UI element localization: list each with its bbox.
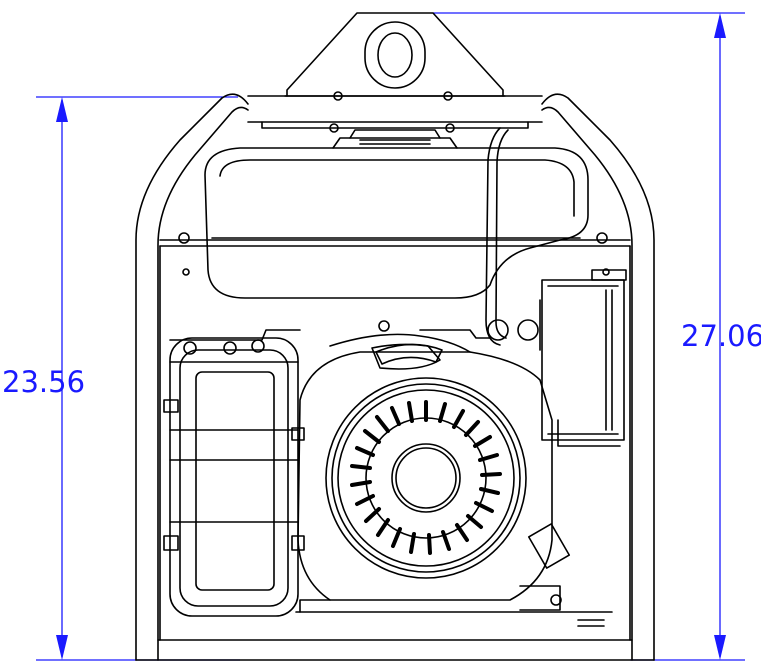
air-cleaner-housing [163, 329, 305, 617]
roll-cage-frame [135, 93, 655, 661]
recoil-starter-slots [350, 400, 502, 555]
engine-fittings [299, 299, 621, 627]
generator-outline [135, 12, 655, 661]
engine-block [297, 333, 553, 601]
fuel-hose [485, 127, 509, 346]
fastener-bolts [178, 91, 610, 606]
frame-height-dimension-label: 23.56 [2, 365, 86, 399]
lifting-hook-plate [284, 12, 506, 97]
muffler-box [541, 269, 627, 441]
dimension-lines [36, 12, 745, 661]
overall-height-dimension-label: 27.06 [681, 319, 761, 353]
fuel-tank [204, 129, 589, 299]
